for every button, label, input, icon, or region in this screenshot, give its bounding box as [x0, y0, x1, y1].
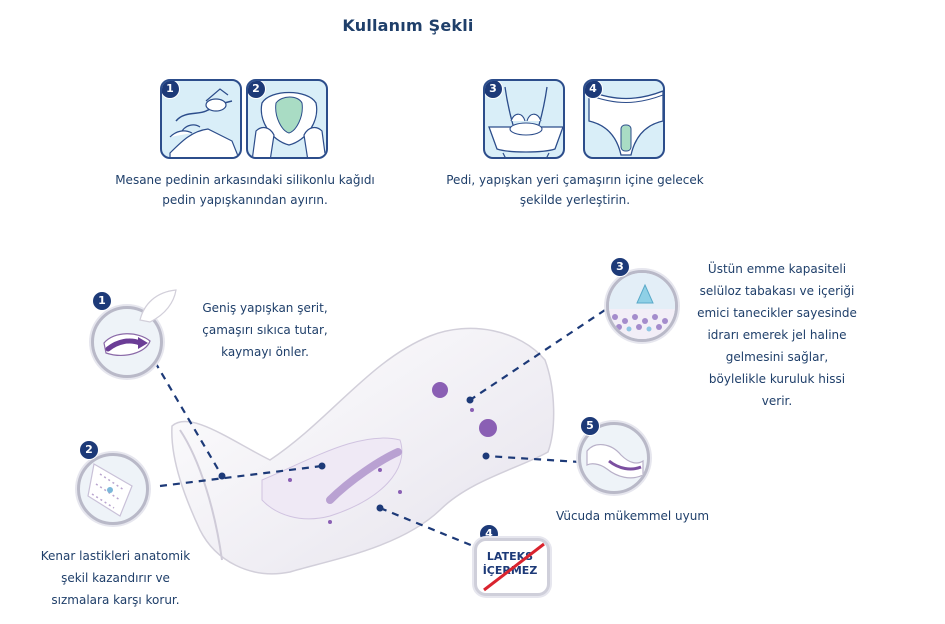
- pad-corner-icon: [139, 289, 177, 323]
- step-1-panel: 1: [160, 79, 242, 159]
- feature-line: emici tanecikler sayesinde: [697, 306, 857, 320]
- step-number: 1: [162, 81, 180, 99]
- feature-line: şekil kazandırır ve: [61, 571, 170, 585]
- feature-line: çamaşırı sıkıca tutar,: [202, 323, 328, 337]
- feature-1-text: Geniş yapışkan şerit, çamaşırı sıkıca tu…: [185, 297, 345, 363]
- feature-line: idrarı emerek jel haline: [707, 328, 847, 342]
- feature-2-number: 2: [79, 440, 99, 460]
- pad-adhesive-icon: [251, 91, 326, 157]
- step-4-panel: 4: [583, 79, 665, 159]
- feature-3-number: 3: [610, 257, 630, 277]
- feature-line: Vücuda mükemmel uyum: [555, 509, 710, 523]
- step-3-panel: 3: [483, 79, 565, 159]
- body-fit-icon: [586, 444, 644, 479]
- feature-line: gelmesini sağlar,: [725, 350, 829, 364]
- absorbent-layer-icon: [609, 273, 675, 339]
- peel-backing-paper-icon: [169, 88, 240, 157]
- feature-5-number: 5: [580, 416, 600, 436]
- feature-line: Geniş yapışkan şerit,: [202, 301, 328, 315]
- snowflake-decoration: [288, 382, 497, 524]
- step-number: 2: [248, 81, 266, 99]
- caption-line: şekilde yerleştirin.: [519, 193, 631, 207]
- place-in-underwear-icon: [488, 86, 563, 157]
- step-number: 4: [585, 81, 603, 99]
- feature-3-text: Üstün emme kapasiteli selüloz tabakası v…: [686, 258, 868, 412]
- caption-line: Mesane pedinin arkasındaki silikonlu kağ…: [115, 173, 375, 187]
- elastic-edges-icon: [87, 463, 133, 517]
- feature-2-text: Kenar lastikleri anatomik şekil kazandır…: [28, 545, 203, 611]
- feature-3-circle: [606, 270, 678, 342]
- adhesive-strip-icon: [103, 333, 151, 356]
- page-title: Kullanım Şekli: [342, 16, 474, 35]
- step-number: 3: [485, 81, 503, 99]
- caption-steps-1-2: Mesane pedinin arkasındaki silikonlu kağ…: [100, 170, 390, 210]
- feature-line: sızmalara karşı korur.: [51, 593, 180, 607]
- step-2-panel: 2: [246, 79, 328, 159]
- feature-line: kaymayı önler.: [221, 345, 309, 359]
- feature-line: böylelikle kuruluk hissi: [708, 372, 846, 386]
- feature-1-number: 1: [92, 291, 112, 311]
- feature-line: verir.: [761, 394, 793, 408]
- feature-line: Kenar lastikleri anatomik: [40, 549, 191, 563]
- caption-steps-3-4: Pedi, yapışkan yeri çamaşırın içine gele…: [430, 170, 720, 210]
- feature-2-circle: [77, 453, 149, 525]
- caption-line: pedin yapışkanından ayırın.: [162, 193, 328, 207]
- feature-line: Üstün emme kapasiteli: [707, 262, 847, 276]
- feature-line: selüloz tabakası ve içeriği: [699, 284, 855, 298]
- no-latex-strike-icon: [483, 542, 545, 592]
- feature-5-text: Vücuda mükemmel uyum: [545, 505, 720, 527]
- caption-line: Pedi, yapışkan yeri çamaşırın içine gele…: [446, 173, 704, 187]
